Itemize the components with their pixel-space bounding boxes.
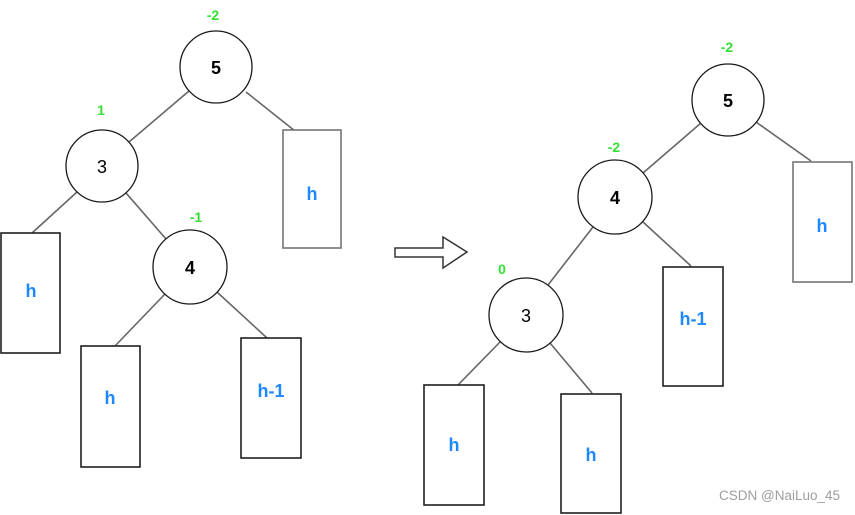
right-node-4-balance: -2 bbox=[608, 139, 621, 155]
left-subtree-rect-left-of-4 bbox=[80, 345, 141, 468]
right-subtree-rect-right-of-3 bbox=[560, 393, 622, 514]
right-edge-4-to-right-subtree bbox=[642, 221, 692, 267]
right-node-3-balance: 0 bbox=[498, 261, 506, 277]
right-subtree-rect-left-of-3 bbox=[423, 384, 485, 506]
left-node-5-balance: -2 bbox=[207, 7, 220, 23]
left-edge-3-to-left-subtree bbox=[31, 191, 78, 234]
right-edge-4-to-3 bbox=[547, 226, 594, 286]
right-node-3-value: 3 bbox=[521, 306, 531, 326]
right-subtree-label-left-of-3: h bbox=[449, 435, 460, 455]
right-tree: h h-1 h h 5 -2 4 -2 3 0 bbox=[423, 39, 853, 514]
right-edge-3-to-right-subtree bbox=[549, 342, 593, 394]
left-subtree-rect-right-of-5 bbox=[282, 129, 342, 249]
left-edge-4-to-right-subtree bbox=[216, 291, 268, 339]
left-node-3-balance: 1 bbox=[97, 102, 105, 118]
right-subtree-rect-right-of-5 bbox=[792, 161, 853, 283]
left-edge-5-to-right-subtree bbox=[245, 91, 296, 132]
left-node-5-value: 5 bbox=[211, 58, 221, 78]
right-subtree-label-right-of-4: h-1 bbox=[680, 309, 707, 329]
right-node-5-circle bbox=[691, 63, 765, 137]
right-node-5-value: 5 bbox=[723, 91, 733, 111]
left-edge-3-to-4 bbox=[125, 192, 167, 240]
left-edge-5-to-3 bbox=[128, 90, 190, 143]
right-arrow-icon bbox=[394, 235, 469, 270]
left-node-4-value: 4 bbox=[185, 258, 195, 278]
left-edge-4-to-left-subtree bbox=[114, 293, 166, 347]
left-subtree-label-left-of-4: h bbox=[105, 388, 116, 408]
right-edge-3-to-left-subtree bbox=[457, 341, 501, 386]
left-subtree-label-right-of-5: h bbox=[307, 184, 318, 204]
right-subtree-rect-right-of-4 bbox=[662, 266, 724, 387]
left-subtree-rect-right-of-4 bbox=[240, 337, 302, 459]
left-subtree-label-right-of-4: h-1 bbox=[258, 381, 285, 401]
right-node-5-balance: -2 bbox=[721, 39, 734, 55]
right-edge-5-to-4 bbox=[642, 122, 702, 174]
right-edge-5-to-right-subtree bbox=[755, 121, 812, 162]
right-node-4-value: 4 bbox=[610, 188, 620, 208]
right-subtree-label-right-of-3: h bbox=[586, 445, 597, 465]
right-node-4-circle bbox=[577, 159, 653, 235]
left-node-3-value: 3 bbox=[97, 157, 107, 177]
left-node-4-balance: -1 bbox=[190, 209, 203, 225]
right-node-3-circle bbox=[488, 277, 564, 353]
left-node-4-circle bbox=[152, 229, 228, 305]
watermark: CSDN @NaiLuo_45 bbox=[719, 488, 840, 503]
left-subtree-label-left-of-3: h bbox=[26, 281, 37, 301]
left-node-5-circle bbox=[179, 30, 253, 104]
left-subtree-rect-left-of-3 bbox=[0, 232, 61, 354]
right-subtree-label-right-of-5: h bbox=[817, 216, 828, 236]
left-node-3-circle bbox=[65, 129, 139, 203]
left-tree: h h h h-1 5 -2 3 1 4 -1 bbox=[0, 7, 342, 468]
